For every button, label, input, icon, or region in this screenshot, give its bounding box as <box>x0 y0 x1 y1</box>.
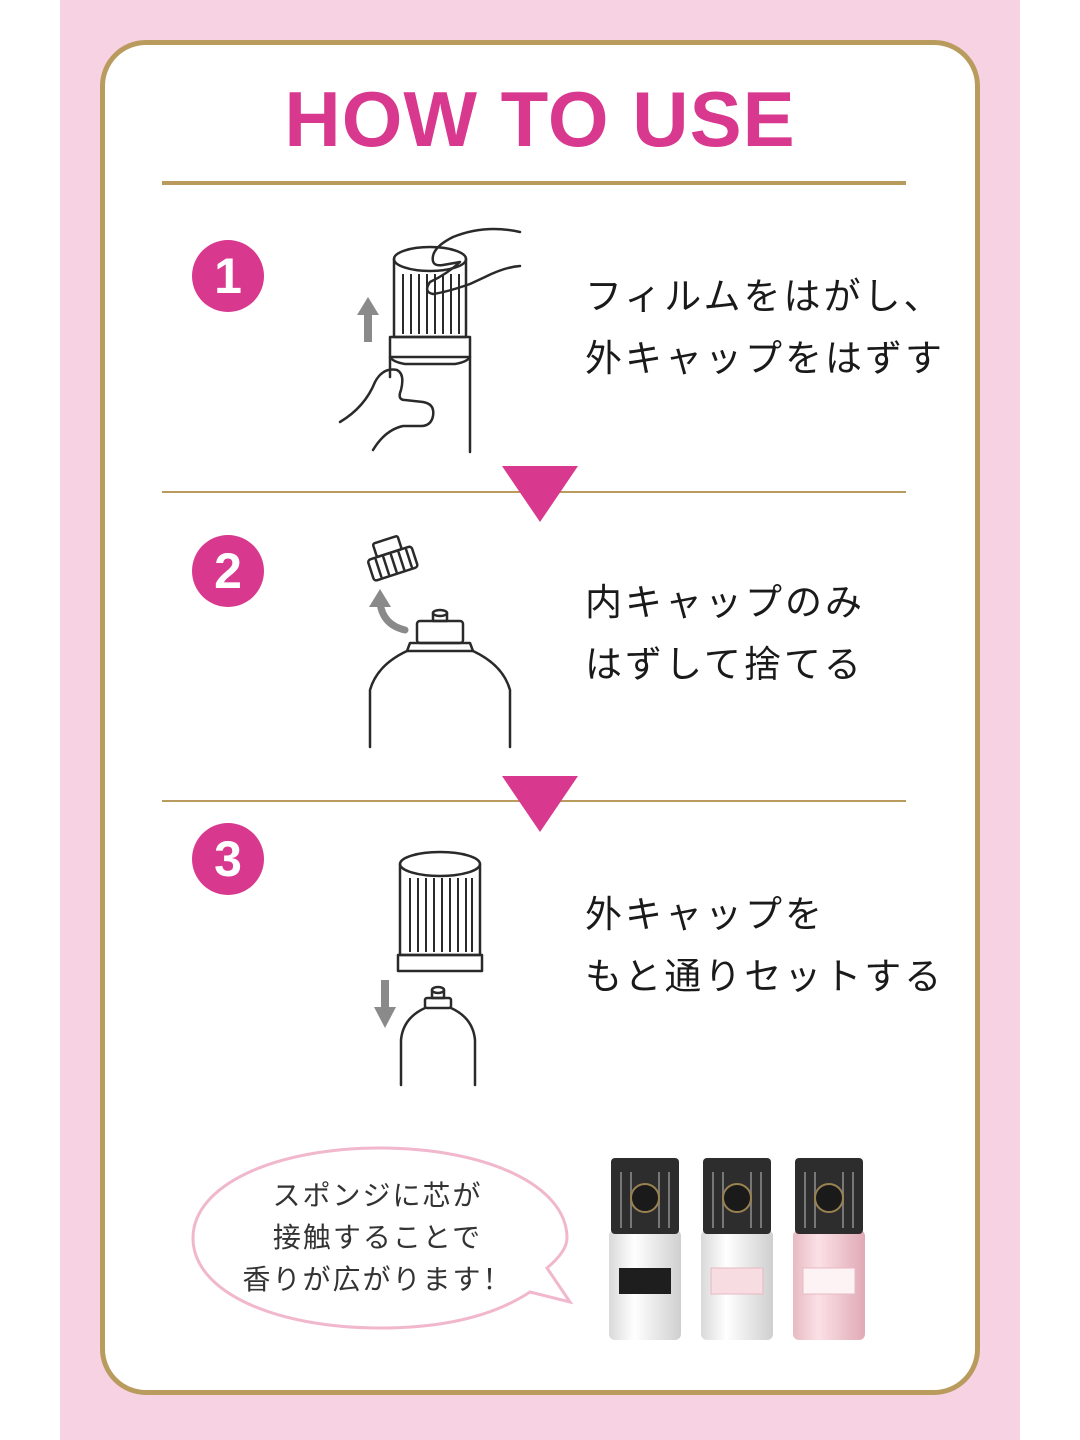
step-1-text: フィルムをはがし、 外キャップをはずす <box>585 266 945 390</box>
step-2-text: 内キャップのみ はずして捨てる <box>585 572 865 696</box>
step-3-line-1: 外キャップを <box>585 893 825 936</box>
product-bottle-pink <box>793 1158 865 1340</box>
step-1-line-1: フィルムをはがし、 <box>585 275 944 318</box>
down-triangle-icon <box>502 466 578 522</box>
step-1-badge: 1 <box>192 240 264 312</box>
arrow-up-icon <box>357 297 379 342</box>
product-bottle-white-pink <box>701 1158 773 1340</box>
step-1-illustration <box>338 227 522 454</box>
page-title: HOW TO USE <box>284 75 796 163</box>
down-triangle-icon <box>502 776 578 832</box>
step-3-line-2: もと通りセットする <box>585 955 945 998</box>
product-bottle-white <box>609 1158 681 1340</box>
bubble-line-2: 接触することで <box>272 1221 483 1254</box>
speech-bubble <box>191 1146 574 1330</box>
step-2-line-2: はずして捨てる <box>585 643 864 686</box>
step-2-line-1: 内キャップのみ <box>585 581 865 624</box>
step-2-badge: 2 <box>192 535 264 607</box>
step-2-illustration <box>367 535 512 749</box>
step-3-badge: 3 <box>192 823 264 895</box>
arrow-down-icon <box>374 980 396 1028</box>
bubble-line-1: スポンジに芯が <box>272 1179 483 1212</box>
bubble-line-3: 香りが広がります！ <box>242 1263 513 1296</box>
step-3-illustration <box>374 850 484 1087</box>
step-3-text: 外キャップを もと通りセットする <box>585 884 944 1008</box>
arrow-curve-icon <box>376 599 409 634</box>
title-divider <box>162 181 906 185</box>
step-1-line-2: 外キャップをはずす <box>585 337 945 380</box>
speech-bubble-text: スポンジに芯が 接触することで 香りが広がります！ <box>190 1175 565 1301</box>
product-photo <box>609 1158 865 1340</box>
